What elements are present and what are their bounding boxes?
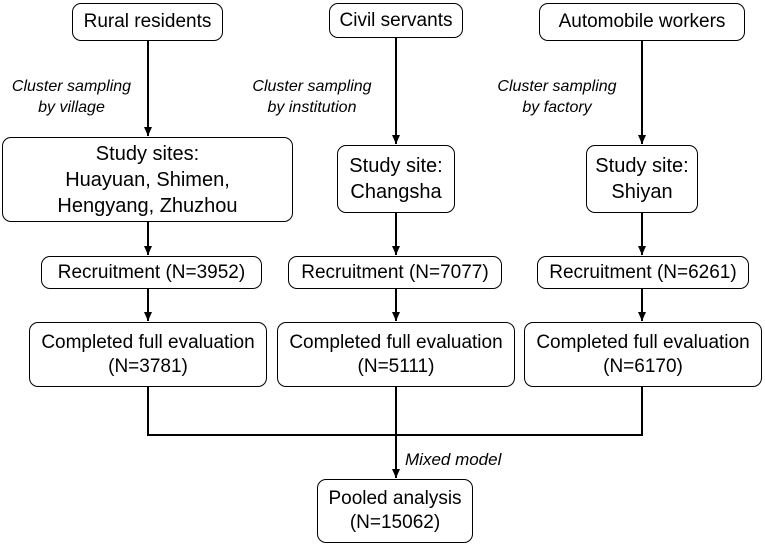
sampling-label-factory: Cluster sampling by factory bbox=[494, 76, 620, 118]
study-site-line: Changsha bbox=[350, 181, 442, 203]
merge-label-text: Mixed model bbox=[405, 450, 502, 469]
completed-box-rural: Completed full evaluation (N=3781) bbox=[29, 322, 267, 387]
sampling-unit: by institution bbox=[267, 99, 357, 116]
recruitment-count: Recruitment (N=6261) bbox=[549, 261, 737, 283]
sampling-unit: by factory bbox=[522, 99, 592, 116]
study-site-box-rural: Study sites: Huayuan, Shimen, Hengyang, … bbox=[2, 137, 293, 222]
pooled-label: Pooled analysis bbox=[328, 488, 462, 509]
recruitment-box-automobile: Recruitment (N=6261) bbox=[537, 256, 749, 289]
recruitment-count: Recruitment (N=7077) bbox=[301, 261, 489, 283]
study-site-line: Shiyan bbox=[611, 181, 673, 203]
recruitment-count: Recruitment (N=3952) bbox=[57, 261, 246, 283]
study-site-title: Study site: bbox=[349, 155, 443, 177]
population-box-civil-servants: Civil servants bbox=[329, 3, 463, 38]
study-site-title: Study site: bbox=[595, 155, 689, 177]
pooled-analysis-box: Pooled analysis (N=15062) bbox=[317, 479, 473, 543]
sampling-method: Cluster sampling bbox=[11, 78, 132, 95]
population-label: Civil servants bbox=[339, 9, 453, 31]
recruitment-box-civil: Recruitment (N=7077) bbox=[288, 256, 502, 289]
study-site-title: Study sites: bbox=[95, 142, 200, 165]
sampling-method: Cluster sampling bbox=[252, 78, 372, 95]
study-site-box-civil: Study site: Changsha bbox=[337, 145, 455, 213]
sampling-method: Cluster sampling bbox=[497, 78, 617, 95]
pooled-count: (N=15062) bbox=[349, 512, 441, 533]
completed-count: (N=6170) bbox=[603, 355, 683, 377]
completed-box-civil: Completed full evaluation (N=5111) bbox=[277, 322, 515, 387]
population-label: Automobile workers bbox=[558, 11, 726, 32]
completed-label: Completed full evaluation bbox=[536, 331, 750, 353]
completed-label: Completed full evaluation bbox=[41, 331, 255, 353]
sampling-label-institution: Cluster sampling by institution bbox=[246, 76, 378, 118]
study-site-line: Huayuan, Shimen, bbox=[65, 168, 230, 191]
population-label: Rural residents bbox=[83, 11, 212, 32]
study-site-box-automobile: Study site: Shiyan bbox=[586, 145, 698, 213]
mixed-model-label: Mixed model bbox=[405, 449, 525, 470]
population-box-rural-residents: Rural residents bbox=[72, 3, 223, 41]
recruitment-box-rural: Recruitment (N=3952) bbox=[41, 256, 262, 289]
completed-count: (N=3781) bbox=[108, 355, 188, 377]
completed-box-automobile: Completed full evaluation (N=6170) bbox=[524, 322, 762, 387]
completed-label: Completed full evaluation bbox=[289, 331, 503, 353]
completed-count: (N=5111) bbox=[357, 355, 435, 377]
population-box-automobile-workers: Automobile workers bbox=[539, 3, 745, 41]
study-site-line: Hengyang, Zhuzhou bbox=[57, 194, 238, 217]
sampling-unit: by village bbox=[38, 99, 105, 116]
sampling-label-village: Cluster sampling by village bbox=[4, 76, 139, 118]
